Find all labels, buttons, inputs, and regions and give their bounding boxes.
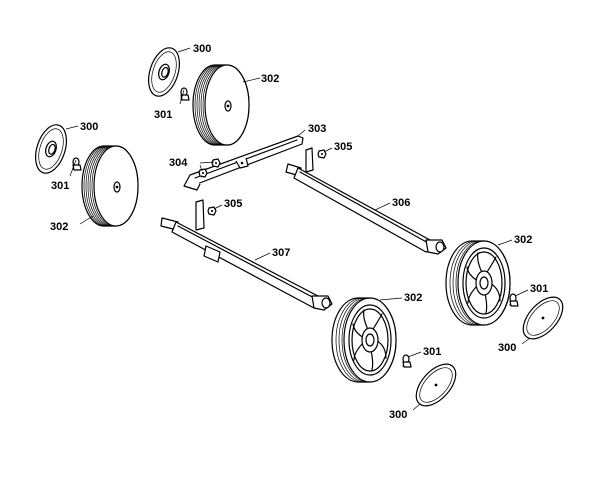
front-wheel-right <box>445 240 511 326</box>
callout-305: 305 <box>224 198 242 210</box>
callout-307: 307 <box>272 247 290 259</box>
callout-labels: 300 301 302 300 301 302 303 304 305 305 … <box>50 43 548 421</box>
nut-c <box>317 149 327 159</box>
callout-302: 302 <box>261 73 279 85</box>
cap-disc-lower <box>408 356 464 414</box>
callout-305: 305 <box>334 141 352 153</box>
rear-wheel-upper <box>192 64 250 146</box>
cap-disc-right <box>515 289 571 347</box>
callout-300: 300 <box>498 342 516 354</box>
nut-a <box>211 158 221 168</box>
axle-upper <box>285 147 447 255</box>
screw-lower <box>402 354 412 368</box>
callout-303: 303 <box>308 123 326 135</box>
front-wheel-lower <box>331 297 397 383</box>
hub-cap-disc-left <box>29 120 73 178</box>
callout-301: 301 <box>51 180 69 192</box>
callout-300: 300 <box>80 121 98 133</box>
screw-right <box>509 293 519 307</box>
callout-304: 304 <box>169 157 188 169</box>
axle-lower <box>160 199 333 311</box>
callout-301: 301 <box>154 109 172 121</box>
callout-301: 301 <box>423 346 441 358</box>
nut-b <box>198 168 208 178</box>
nut-d <box>207 206 217 216</box>
screw-upper <box>180 87 190 101</box>
callout-300: 300 <box>389 409 407 421</box>
callout-302: 302 <box>404 292 422 304</box>
leader-lines <box>65 47 531 411</box>
callout-302: 302 <box>514 234 532 246</box>
hub-cap-disc-upper <box>142 43 186 101</box>
callout-302: 302 <box>50 221 68 233</box>
rear-wheel-left <box>81 145 139 227</box>
callout-301: 301 <box>530 283 548 295</box>
callout-300: 300 <box>193 43 211 55</box>
callout-306: 306 <box>392 197 410 209</box>
